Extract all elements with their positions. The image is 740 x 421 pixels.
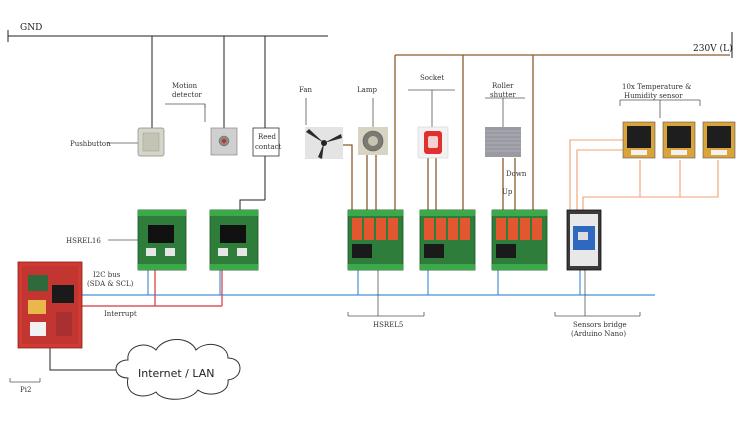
roller-label-1: Roller [492,82,514,90]
bridge-label-2: (Arduino Nano) [571,330,626,338]
hsrel5-board-3 [491,209,548,271]
interrupt-line [82,270,223,307]
up-label: Up [502,188,513,196]
ac-rail: 230V (L) [395,32,733,58]
temp-label-2: Humidity sensor [624,92,683,100]
leader-lines [9,89,701,383]
hsrel16-board-1 [137,209,187,271]
gnd-rail: GND [7,23,328,42]
pi-label: Pi2 [20,386,31,394]
gnd-drops [151,36,266,128]
pushbutton-device [137,127,165,157]
down-label: Down [506,170,527,178]
sensor-wiring [569,139,719,210]
hsrel16-label: HSREL16 [66,237,101,245]
interrupt-label: Interrupt [104,310,137,318]
temp-sensor-3 [702,121,736,159]
ac-label: 230V (L) [693,43,733,54]
roller-label-2: shutter [490,91,516,99]
lamp-label: Lamp [357,86,377,94]
network-link [49,348,118,371]
internet-cloud: Internet / LAN [115,339,241,400]
reed-contact-device [252,127,280,157]
motion-detector-device [210,127,238,156]
sensors-bridge-board [566,209,602,271]
i2c-label-2: (SDA & SCL) [87,280,134,288]
temp-sensor-2 [662,121,696,159]
network-label: Internet / LAN [138,367,215,380]
lamp-device [358,127,388,155]
motion-label-1: Motion [172,82,198,90]
ac-wiring [340,55,534,210]
hsrel16-board-2 [209,209,259,271]
temp-label-1: 10x Temperature & [622,83,691,91]
hsrel5-board-1 [347,209,404,271]
reed-label-1: Reed [258,133,277,141]
pi-board [17,261,83,349]
socket-label: Socket [420,74,444,82]
gnd-label: GND [20,23,42,33]
temp-sensor-1 [622,121,656,159]
roller-shutter-device [485,127,521,157]
pushbutton-label: Pushbutton [70,140,111,148]
bridge-label-1: Sensors bridge [573,321,627,329]
motion-label-2: detector [172,91,203,99]
i2c-label-1: I2C bus [93,271,121,279]
fan-device [305,127,343,159]
fan-label: Fan [299,86,313,94]
hsrel5-board-2 [419,209,476,271]
reed-label-2: contact [255,143,282,151]
socket-device [417,126,449,159]
i2c-bus [82,270,655,296]
hsrel5-label: HSREL5 [373,321,403,329]
